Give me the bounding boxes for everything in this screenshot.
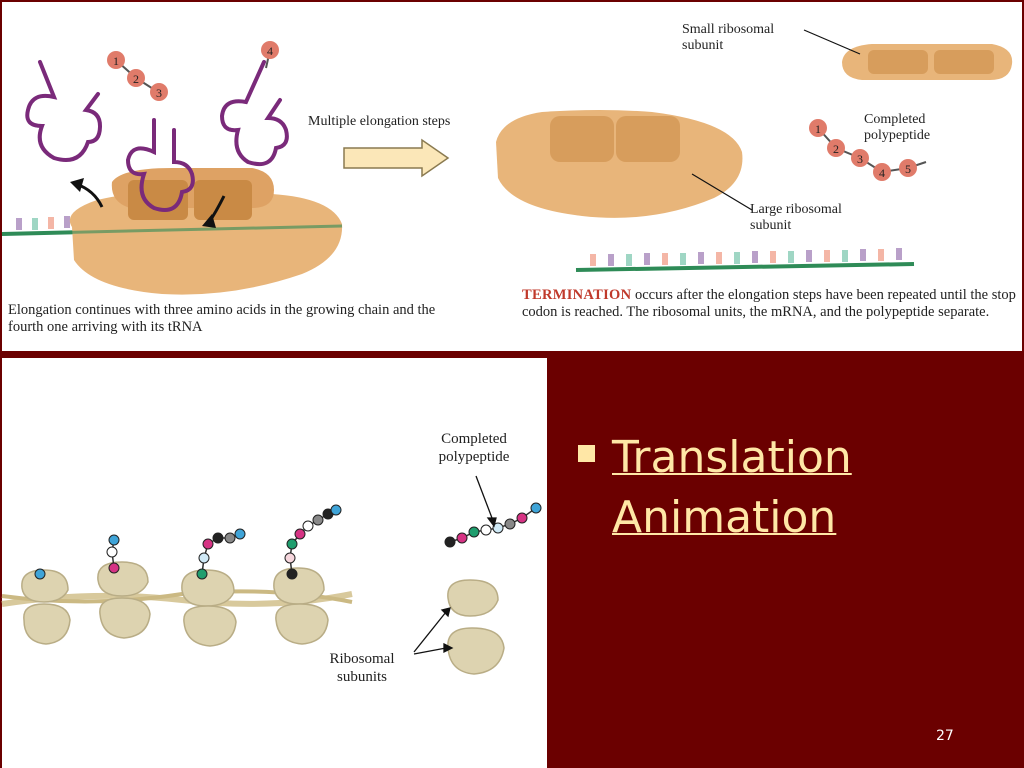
pp-num-2: 2 <box>833 142 839 156</box>
aa-num-4: 4 <box>267 44 273 58</box>
small-subunit-label: Small ribosomal subunit <box>682 22 775 53</box>
polypeptide-aa-5 <box>899 159 917 177</box>
completed-polypeptide-label-bottom: Completed polypeptide <box>438 431 510 465</box>
slide-number: 27 <box>936 728 954 744</box>
polypeptide-aa-4 <box>873 163 891 181</box>
completed-polypeptide-label-top: Completed polypeptide <box>864 112 931 143</box>
large-subunit-site-1 <box>550 116 614 162</box>
amino-acid-1 <box>107 51 125 69</box>
small-subunit-site-1 <box>868 50 928 74</box>
translation-animation-link[interactable]: Translation Animation <box>612 432 852 543</box>
pp-num-3: 3 <box>857 152 863 166</box>
top-figure-art: 1 2 3 4 1 2 <box>1 29 1013 295</box>
pp-num-4: 4 <box>879 166 885 180</box>
amino-acid-3 <box>150 83 168 101</box>
amino-acid-2 <box>127 69 145 87</box>
termination-caption: occurs after the elongation steps have b… <box>522 287 1016 320</box>
growing-chains <box>111 507 537 575</box>
bottom-figure-art <box>1 475 542 675</box>
polypeptide-aa-2 <box>827 139 845 157</box>
pp-num-5: 5 <box>905 162 911 176</box>
polypeptide-aa-3 <box>851 149 869 167</box>
elongation-arrow-label: Multiple elongation steps <box>308 114 451 129</box>
polypeptide-aa-1 <box>809 119 827 137</box>
ribosomal-subunits-label: Ribosomal subunits <box>329 651 395 685</box>
bottom-figure-panel: Completed polypeptide Ribosomal subunits <box>1 358 547 768</box>
polysome-ribosomes <box>21 561 505 675</box>
large-subunit-pointer <box>691 173 753 211</box>
trna-left <box>25 60 103 162</box>
pp-num-1: 1 <box>815 122 821 136</box>
elongation-caption: Elongation continues with three amino ac… <box>8 302 436 335</box>
top-figure-panel: 1 2 3 4 1 2 <box>1 2 1022 351</box>
small-subunit-site-2 <box>934 50 994 74</box>
bullet-item: Translation Animation <box>578 428 998 548</box>
large-subunit-label: Large ribosomal subunit <box>750 202 842 233</box>
amino-acid-4 <box>261 41 279 59</box>
termination-keyword: TERMINATION <box>522 287 632 303</box>
aa-num-3: 3 <box>156 86 162 100</box>
aa-num-2: 2 <box>133 72 139 86</box>
termination-caption-block: TERMINATION occurs after the elongation … <box>522 287 1022 321</box>
bullet-square-icon <box>578 445 595 462</box>
trna-middle <box>125 118 195 212</box>
aa-num-1: 1 <box>113 54 119 68</box>
bottom-pointers <box>413 475 497 655</box>
large-subunit-site-2 <box>616 116 680 162</box>
small-subunit-pointer <box>803 29 861 55</box>
amino-acid-beads <box>34 502 542 580</box>
trna-right <box>219 60 289 167</box>
elongation-arrow <box>343 138 450 178</box>
mrna-strand-right <box>575 248 915 272</box>
